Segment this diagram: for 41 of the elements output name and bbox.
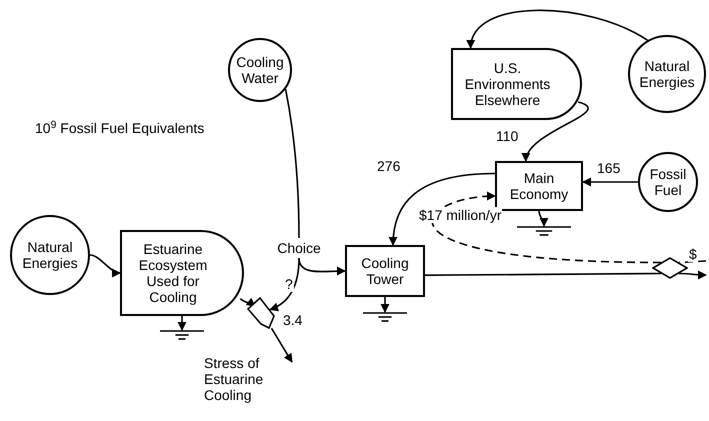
node-text: Fossil Fuel (648, 166, 688, 198)
transaction-diamond (652, 257, 688, 279)
arrow (582, 178, 638, 186)
arrow (269, 258, 300, 311)
heat-sink-symbol (160, 330, 204, 342)
arrow (270, 328, 293, 363)
edge-label: 3.4 (282, 312, 304, 328)
edge-label: 110 (495, 128, 520, 144)
arrow (380, 297, 390, 313)
note-text: 10$^{9}$ Fossil Fuel Equivalents (35, 120, 204, 136)
node-text: Natural Energies (21, 239, 79, 271)
dashed-arrow (432, 192, 662, 264)
node-text: Choice (277, 240, 321, 256)
node-text: Natural Energies (638, 58, 696, 90)
node-text: U.S. Environments Elsewhere (464, 60, 552, 108)
arrow (679, 270, 707, 280)
producer-box (451, 48, 582, 120)
edge-label: $17 million/yr (418, 207, 502, 223)
note-text: Stress of Estuarine Cooling (204, 355, 264, 403)
heat-sink-symbol (517, 226, 571, 238)
arrow (298, 258, 346, 276)
node-text: Main Economy (508, 170, 570, 202)
process-box (345, 245, 425, 297)
heat-sink-symbol (363, 312, 407, 324)
arrow (178, 316, 186, 331)
edge-label: $ (688, 246, 698, 262)
arrow (240, 298, 256, 307)
node-text: Cooling Tower (360, 255, 410, 287)
edge-label: 276 (376, 158, 402, 174)
arrow (538, 210, 548, 227)
arrow (90, 254, 121, 276)
arrow (468, 10, 648, 49)
edge-label: 165 (596, 160, 622, 176)
node-text: Cooling Water (235, 54, 285, 86)
node-text: Estuarine Ecosystem Used for Cooling (138, 241, 208, 305)
edge-label: ? (284, 276, 294, 292)
arrow (388, 172, 496, 246)
interaction-symbol (246, 296, 276, 330)
producer-box (120, 230, 244, 316)
process-box (495, 161, 583, 211)
arrow (523, 101, 589, 162)
